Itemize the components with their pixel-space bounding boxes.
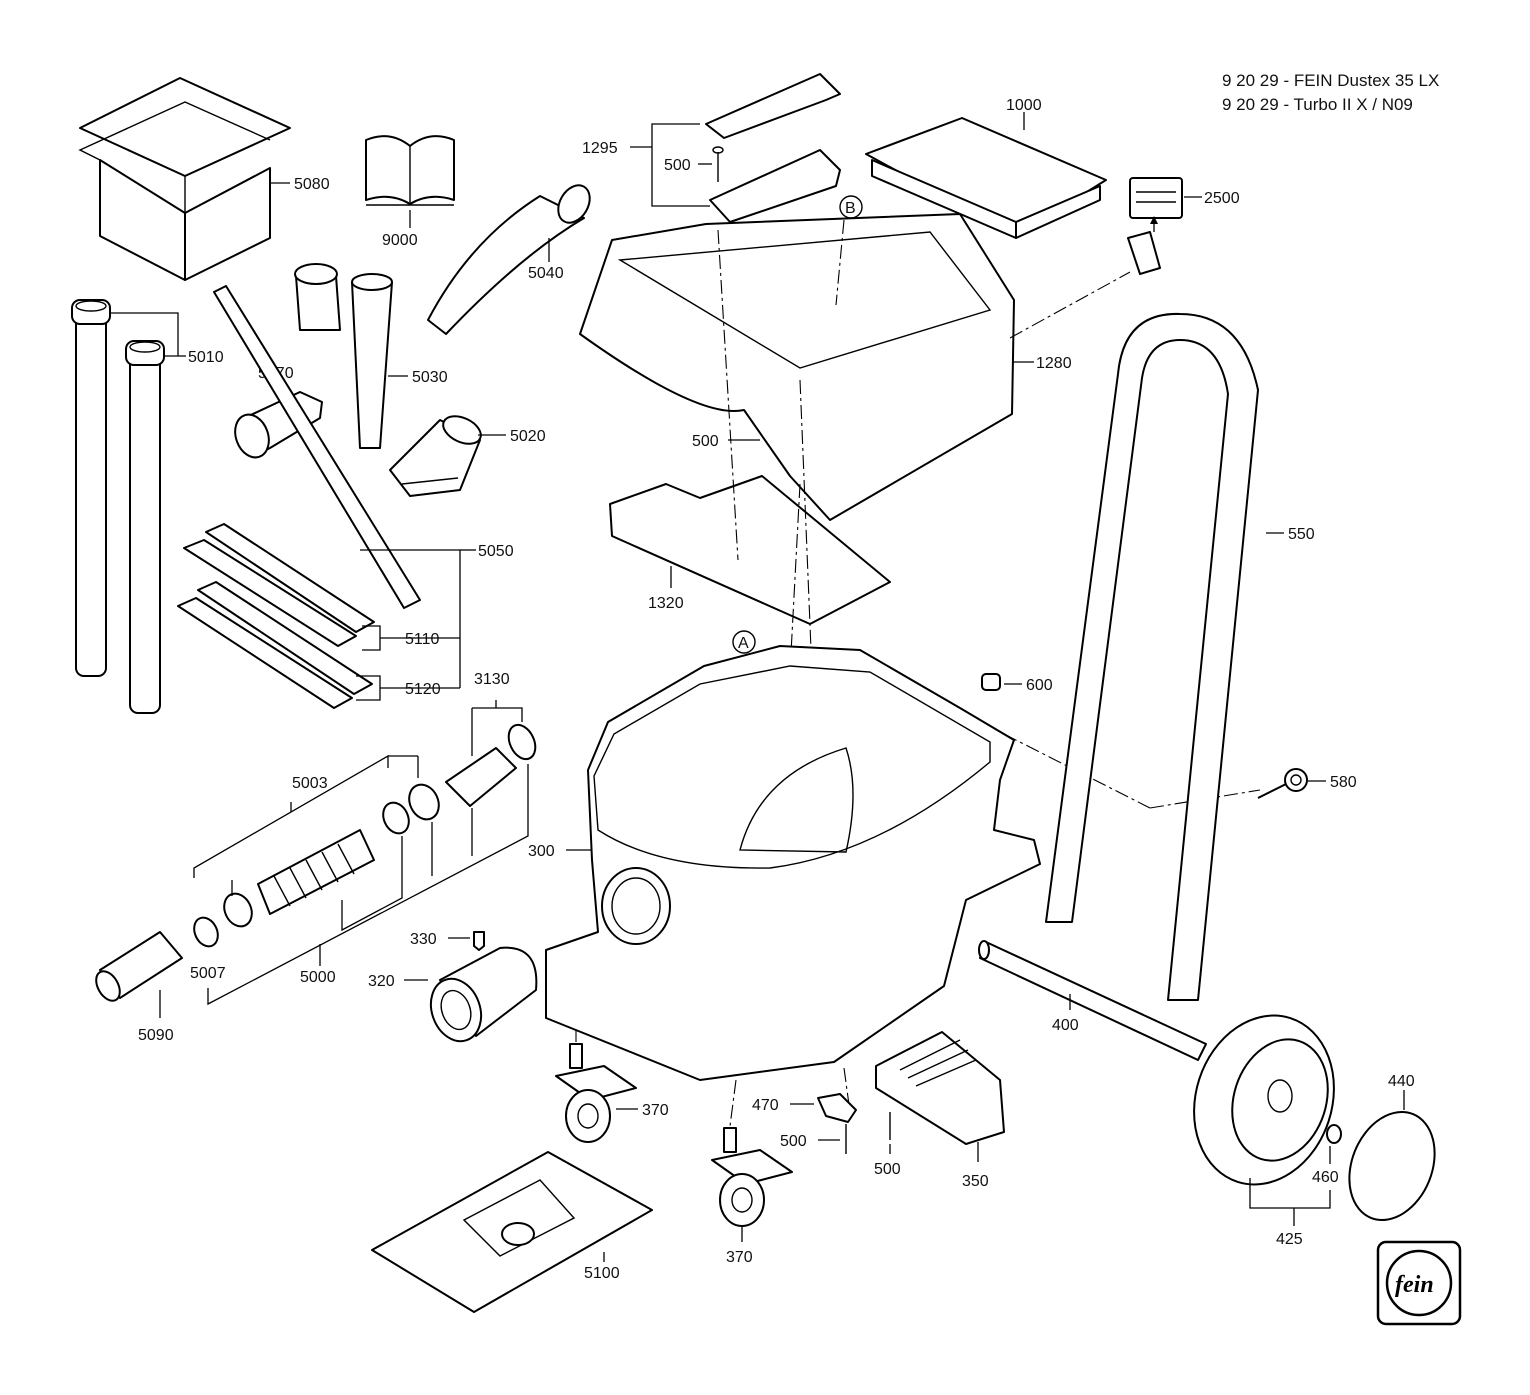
label-500-bottom-2: 500 [874, 1161, 901, 1178]
hose-5000-drawing [257, 829, 375, 915]
title-line-2: 9 20 29 - Turbo II X / N09 [1222, 95, 1413, 114]
label-5030: 5030 [412, 369, 448, 386]
label-3130: 3130 [474, 671, 510, 688]
cover-1295-drawing [705, 73, 841, 223]
label-1000: 1000 [1006, 97, 1042, 114]
inlet-320-drawing [429, 946, 538, 1043]
bracket-350-drawing [875, 1031, 1005, 1145]
label-5110: 5110 [405, 631, 440, 648]
label-5090: 5090 [138, 1027, 174, 1044]
label-350: 350 [962, 1173, 989, 1190]
label-5050: 5050 [478, 543, 514, 560]
label-5000: 5000 [300, 969, 336, 986]
label-5120: 5120 [405, 681, 441, 698]
fein-logo: fein [1376, 1240, 1462, 1326]
label-5010: 5010 [188, 349, 224, 366]
wheel-425-drawing [1193, 1014, 1335, 1186]
upholstery-nozzle-drawing [389, 415, 482, 497]
manual-booklet-drawing [365, 135, 455, 206]
label-5003: 5003 [292, 775, 328, 792]
brush-strip-5120-drawing [177, 581, 373, 709]
label-400: 400 [1052, 1017, 1079, 1034]
label-5040: 5040 [528, 265, 564, 282]
dirt-container-300-drawing [545, 645, 1041, 1081]
label-320: 320 [368, 973, 395, 990]
nut-600-drawing [981, 673, 1001, 691]
label-370-b: 370 [726, 1249, 753, 1266]
crevice-nozzle-drawing [351, 273, 393, 449]
adapter-5090-drawing [95, 931, 183, 1002]
shipping-box-drawing [78, 77, 291, 281]
label-500-bottom-1: 500 [780, 1133, 807, 1150]
push-handle-550-drawing [1045, 312, 1259, 1001]
label-470: 470 [752, 1097, 779, 1114]
label-425: 425 [1276, 1231, 1303, 1248]
label-500-mid: 500 [692, 433, 719, 450]
clip-460-drawing [1326, 1124, 1342, 1144]
type-plate-label-drawing [1127, 177, 1183, 275]
label-460: 460 [1312, 1169, 1339, 1186]
flat-filter-drawing [865, 117, 1107, 239]
label-5100: 5100 [584, 1265, 620, 1282]
label-300: 300 [528, 843, 555, 860]
plug-330-drawing [473, 931, 485, 951]
label-500-top: 500 [664, 157, 691, 174]
label-550: 550 [1288, 526, 1315, 543]
castor-370-a-drawing [555, 1043, 637, 1143]
hose-fittings-drawing [193, 723, 537, 948]
callout-b-top: B [845, 200, 856, 217]
label-600: 600 [1026, 677, 1053, 694]
label-5007: 5007 [190, 965, 226, 982]
screw-580-drawing [1257, 768, 1308, 799]
axle-400-drawing [978, 940, 1207, 1061]
filter-bag-5100-drawing [371, 1151, 653, 1313]
logo-text: fein [1395, 1272, 1434, 1298]
motor-head-1280-drawing [579, 213, 1015, 521]
label-1320: 1320 [648, 595, 684, 612]
latch-470-drawing [817, 1093, 857, 1123]
label-1295: 1295 [582, 140, 618, 157]
label-1280: 1280 [1036, 355, 1072, 372]
title-line-1: 9 20 29 - FEIN Dustex 35 LX [1222, 71, 1439, 90]
label-9000: 9000 [382, 232, 418, 249]
label-5080: 5080 [294, 176, 330, 193]
squeegee-strip-5110-drawing [183, 523, 375, 647]
floor-nozzle-drawing [213, 263, 421, 609]
label-370-a: 370 [642, 1102, 669, 1119]
bent-handle-drawing [427, 184, 591, 335]
extension-tube-2-drawing [125, 340, 165, 714]
hubcap-440-drawing [1348, 1110, 1436, 1222]
label-2500: 2500 [1204, 190, 1240, 207]
castor-370-b-drawing [711, 1127, 793, 1227]
callout-a: A [738, 635, 749, 652]
plate-1320-drawing [609, 475, 891, 625]
label-330: 330 [410, 931, 437, 948]
extension-tube-1-drawing [71, 299, 111, 677]
label-580: 580 [1330, 774, 1357, 791]
label-5020: 5020 [510, 428, 546, 445]
label-440: 440 [1388, 1073, 1415, 1090]
